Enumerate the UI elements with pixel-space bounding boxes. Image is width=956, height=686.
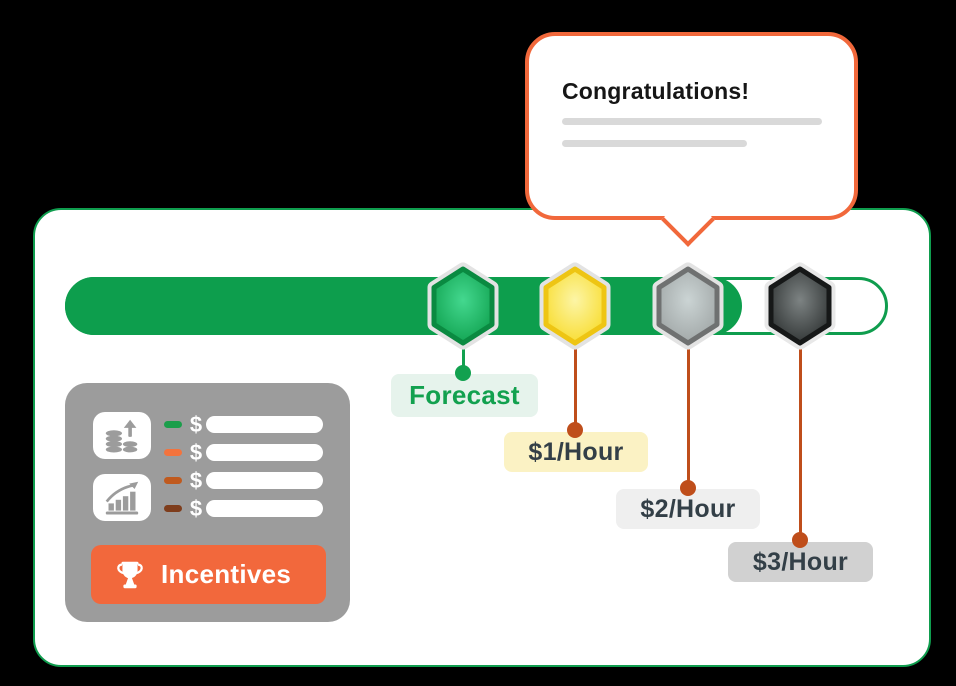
tier3-rate-label: $3/Hour [728, 542, 873, 582]
icon-tile-earnings [93, 412, 151, 459]
tier2-connector-dot [680, 480, 696, 496]
tier3-connector-line [798, 346, 802, 533]
forecast-connector-dot [455, 365, 471, 381]
tooltip-title: Congratulations! [562, 78, 750, 104]
tier3-hexagon-badge [764, 262, 836, 350]
tier2-connector-line [686, 346, 690, 481]
legend-dash-brown [164, 505, 182, 512]
currency-symbol: $ [189, 468, 203, 493]
value-pill [206, 444, 323, 461]
tier2-hexagon-badge [652, 262, 724, 350]
value-pill [206, 472, 323, 489]
incentives-button[interactable]: Incentives [91, 545, 326, 604]
forecast-hexagon-badge [427, 262, 499, 350]
tier1-rate-label: $1/Hour [504, 432, 648, 472]
currency-symbol: $ [189, 440, 203, 465]
currency-symbol: $ [189, 412, 203, 437]
tier1-connector-dot [567, 422, 583, 438]
coins-growth-icon [105, 419, 138, 453]
bar-chart-growth-icon [105, 481, 139, 515]
tier1-hexagon-badge [539, 262, 611, 350]
placeholder-line [562, 140, 747, 147]
trophy-icon [117, 561, 143, 588]
legend-dash-orange [164, 449, 182, 456]
value-pill [206, 500, 323, 517]
forecast-label: Forecast [391, 374, 538, 417]
currency-symbol: $ [189, 496, 203, 521]
legend-dash-rust [164, 477, 182, 484]
forecast-connector-line [461, 346, 465, 368]
incentives-button-label: Incentives [161, 559, 292, 589]
value-pill [206, 416, 323, 433]
progress-fill [65, 277, 742, 335]
tier1-connector-line [573, 346, 577, 424]
legend-dash-green [164, 421, 182, 428]
congratulations-tooltip: Congratulations! [525, 32, 858, 220]
placeholder-line [562, 118, 822, 125]
tier3-connector-dot [792, 532, 808, 548]
icon-tile-growth [93, 474, 151, 521]
